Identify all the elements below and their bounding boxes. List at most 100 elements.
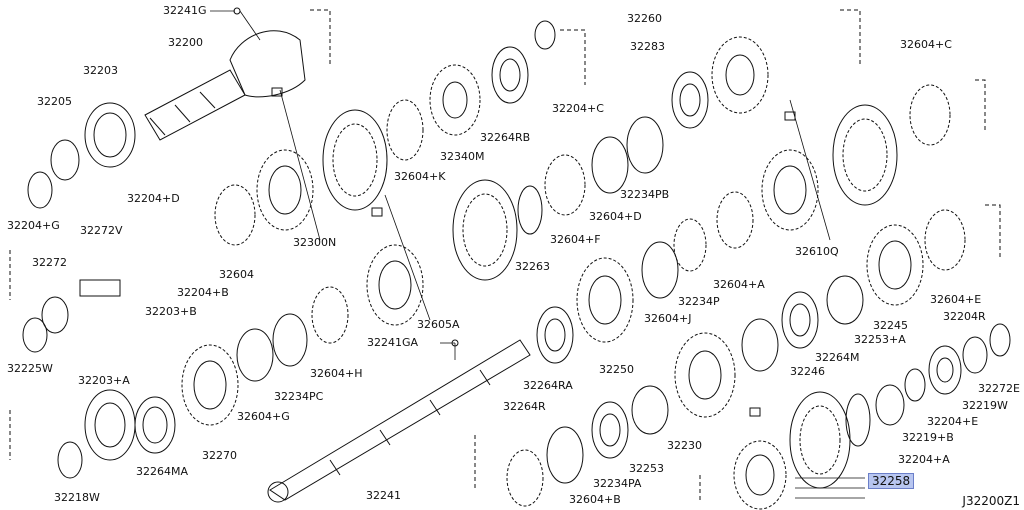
label-32234pb[interactable]: 32234PB [620,188,670,201]
label-32203b[interactable]: 32203+B [145,305,197,318]
ring-32604h[interactable] [311,286,349,344]
label-32204c[interactable]: 32204+C [552,102,604,115]
needle-bearing-32264ma[interactable] [134,396,176,454]
label-32604[interactable]: 32604 [219,268,254,281]
label-32610q[interactable]: 32610Q [795,245,839,258]
ring-32272e[interactable] [962,336,988,374]
ring-32234pb[interactable] [626,116,664,174]
main-shaft[interactable] [267,339,531,503]
ring-32604j[interactable] [641,241,679,299]
label-32203[interactable]: 32203 [83,64,118,77]
bearing-32203a[interactable] [84,389,136,461]
label-32340m[interactable]: 32340M [440,150,485,163]
label-32604k[interactable]: 32604+K [394,170,446,183]
label-32260[interactable]: 32260 [627,12,662,25]
label-32264r[interactable]: 32264R [503,400,546,413]
label-32253a[interactable]: 32253+A [854,333,906,346]
label-32272[interactable]: 32272 [32,256,67,269]
label-32204e[interactable]: 32204+E [927,415,979,428]
sleeve-32253a[interactable] [826,275,864,325]
label-32250[interactable]: 32250 [599,363,634,376]
ring-32604b[interactable] [506,449,544,507]
ring-32204e[interactable] [904,368,926,402]
needle-bearing-32264ra[interactable] [536,306,574,364]
synchro-hub-32610q[interactable] [761,149,819,231]
spring-32272v[interactable] [79,279,121,297]
label-32264m[interactable]: 32264M [815,351,860,364]
ring-32604e[interactable] [924,209,966,271]
label-32604e[interactable]: 32604+E [930,293,982,306]
label-32246[interactable]: 32246 [790,365,825,378]
label-32604g[interactable]: 32604+G [237,410,290,423]
gear-32245[interactable] [866,224,924,306]
label-32241ga[interactable]: 32241GA [367,336,419,349]
ring-32225w[interactable] [22,317,48,353]
gear-32340m[interactable] [429,64,481,136]
ring-32218w[interactable] [57,441,83,479]
label-32253[interactable]: 32253 [629,462,664,475]
needle-bearing-32264m[interactable] [781,291,819,349]
label-32225w[interactable]: 32225W [7,362,53,375]
label-32245[interactable]: 32245 [873,319,908,332]
label-32234pc[interactable]: 32234PC [274,390,324,403]
ring-32219b[interactable] [875,384,905,426]
label-32604d[interactable]: 32604+D [589,210,642,223]
ring-32604d[interactable] [591,136,629,194]
label-32300n[interactable]: 32300N [293,236,337,249]
synchro-hub-32258[interactable] [733,440,787,510]
ring-32204c[interactable] [534,20,556,50]
highlighted-part-label[interactable]: 32258 [868,473,915,489]
label-32241g[interactable]: 32241G [163,4,207,17]
ring-32234pc[interactable] [272,313,308,367]
label-32205[interactable]: 32205 [37,95,72,108]
sleeve-32610q[interactable] [832,104,898,206]
label-32200[interactable]: 32200 [168,36,203,49]
key-32300n[interactable] [271,87,283,97]
gear-32270[interactable] [181,344,239,426]
label-32263[interactable]: 32263 [515,260,550,273]
label-32270[interactable]: 32270 [202,449,237,462]
sleeve-32258[interactable] [789,391,851,489]
label-32204d[interactable]: 32204+D [127,192,180,205]
ring-32246[interactable] [741,318,779,372]
gear-32250[interactable] [576,257,634,343]
label-32203a[interactable]: 32203+A [78,374,130,387]
label-32604f[interactable]: 32604+F [550,233,601,246]
gear-32230[interactable] [674,332,736,418]
needle-bearing-32264r[interactable] [591,401,629,459]
label-32204a[interactable]: 32204+A [898,453,950,466]
ring-32604f[interactable] [544,154,586,216]
label-32218w[interactable]: 32218W [54,491,100,504]
bearing-32203[interactable] [84,102,136,168]
input-shaft[interactable] [144,30,306,141]
label-32605a[interactable]: 32605A [417,318,460,331]
gear-32260[interactable] [711,36,769,114]
synchro-hub-32605a[interactable] [366,244,424,326]
ring-32604[interactable] [214,184,256,246]
label-32272v[interactable]: 32272V [80,224,123,237]
label-32204g[interactable]: 32204+G [7,219,60,232]
label-32264ra[interactable]: 32264RA [523,379,573,392]
ring-32204g[interactable] [27,171,53,209]
label-32604b[interactable]: 32604+B [569,493,621,506]
key-32610q[interactable] [784,111,796,121]
ring-32604g[interactable] [236,328,274,382]
label-32234pa[interactable]: 32234PA [593,477,642,490]
label-32234p[interactable]: 32234P [678,295,720,308]
synchro-hub-32300n[interactable] [256,149,314,231]
ring-32604a[interactable] [716,191,754,249]
label-32241[interactable]: 32241 [366,489,401,502]
ring-32204a[interactable] [845,393,871,447]
label-32604j[interactable]: 32604+J [644,312,692,325]
label-32272e[interactable]: 32272E [978,382,1020,395]
label-32264ma[interactable]: 32264MA [136,465,189,478]
ring-32234p[interactable] [673,218,707,272]
needle-bearing-32264rb[interactable] [491,46,529,104]
sleeve-32300n[interactable] [322,109,388,211]
ring-32263[interactable] [517,185,543,235]
key-32605a[interactable] [371,207,383,217]
label-32219w[interactable]: 32219W [962,399,1008,412]
bearing-32272[interactable] [41,296,69,334]
label-32204r[interactable]: 32204R [943,310,986,323]
sleeve-32605a[interactable] [452,179,518,281]
